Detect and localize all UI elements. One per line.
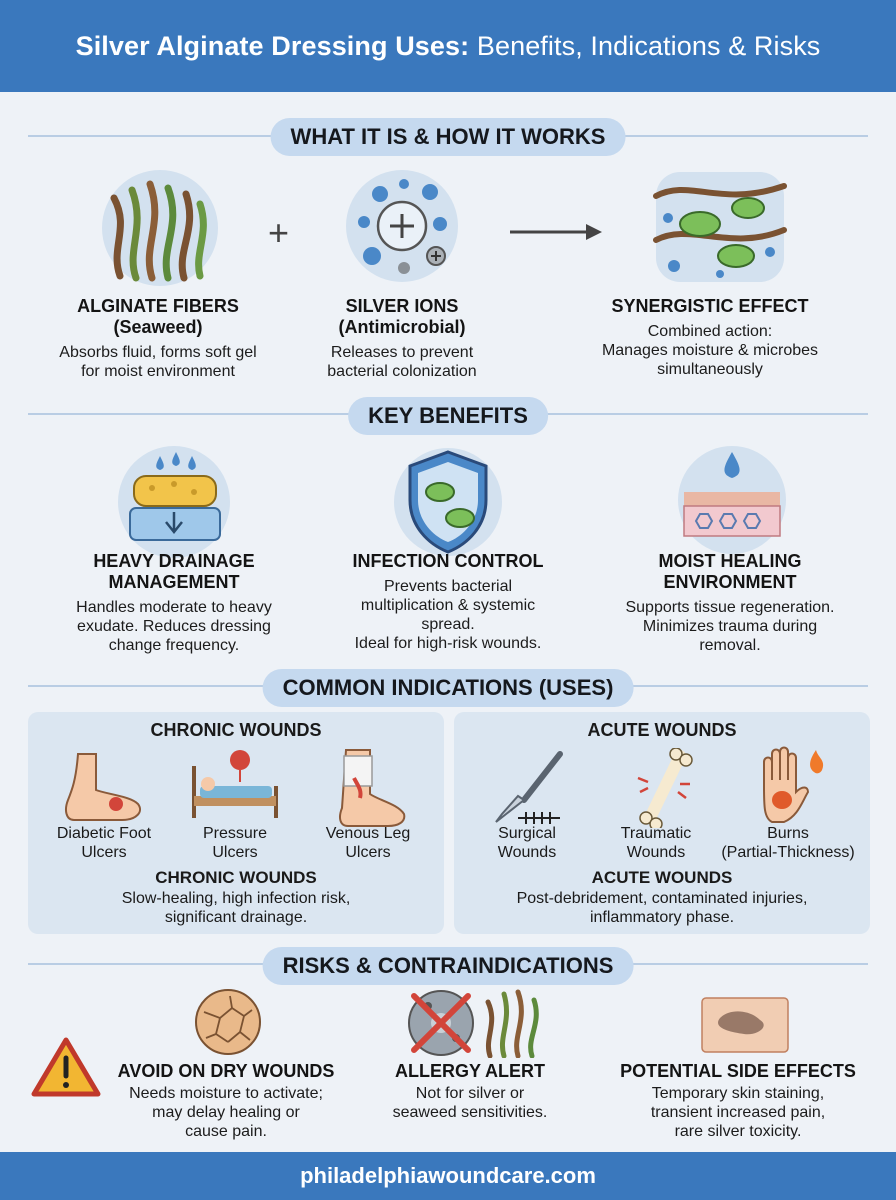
col-title: SYNERGISTIC EFFECT (611, 296, 809, 316)
arrow-right-icon (510, 224, 602, 240)
wound-type-label: Pressure Ulcers (202, 825, 268, 861)
col-heavy-drainage: HEAVY DRAINAGE MANAGEMENT Handles modera… (40, 551, 308, 655)
seaweed-icon (102, 170, 218, 286)
wound-type-label: Burns (Partial-Thickness) (721, 825, 855, 861)
section-label-indications: COMMON INDICATIONS (USES) (262, 669, 634, 707)
wound-type-label: Surgical Wounds (497, 825, 557, 861)
bone-fracture-icon (637, 748, 693, 828)
col-side-effects: POTENTIAL SIDE EFFECTS Temporary skin st… (600, 1061, 876, 1141)
col-title: POTENTIAL SIDE EFFECTS (620, 1061, 856, 1081)
col-title: ALGINATE FIBERS (Seaweed) (77, 296, 239, 337)
foot-ulcer-icon (65, 753, 141, 821)
col-synergistic-effect: SYNERGISTIC EFFECT Combined action: Mana… (570, 296, 850, 379)
synergy-icon (653, 172, 787, 282)
section-label-risks: RISKS & CONTRAINDICATIONS (262, 947, 634, 985)
skin-droplet-icon (678, 446, 786, 554)
panel-foot-title: CHRONIC WOUNDS (155, 868, 317, 887)
plus-sign: + (268, 212, 290, 253)
section-label-key-benefits: KEY BENEFITS (348, 397, 548, 435)
col-title: HEAVY DRAINAGE MANAGEMENT (93, 551, 255, 592)
col-allergy-alert: ALLERGY ALERT Not for silver or seaweed … (360, 1061, 580, 1122)
skin-staining-icon (701, 997, 789, 1053)
col-desc: Combined action: Manages moisture & micr… (601, 323, 819, 378)
warning-icon (31, 1037, 101, 1097)
col-desc: Supports tissue regeneration. Minimizes … (625, 599, 835, 654)
page-title: Silver Alginate Dressing Uses: Benefits,… (76, 31, 821, 62)
col-alginate-fibers: ALGINATE FIBERS (Seaweed) Absorbs fluid,… (28, 296, 288, 381)
col-title: MOIST HEALING ENVIRONMENT (658, 551, 802, 592)
col-title: AVOID ON DRY WOUNDS (117, 1061, 335, 1081)
wound-type-label: Venous Leg Ulcers (325, 825, 411, 861)
panel-foot-title: ACUTE WOUNDS (591, 868, 733, 887)
col-title: ALLERGY ALERT (394, 1061, 545, 1081)
col-silver-ions: SILVER IONS (Antimicrobial) Releases to … (292, 296, 512, 381)
scalpel-icon (495, 751, 563, 824)
col-desc: Handles moderate to heavy exudate. Reduc… (76, 599, 272, 654)
panel-footer: CHRONIC WOUNDS Slow-healing, high infect… (28, 868, 444, 927)
panel-foot-desc: Post-debridement, contaminated injuries,… (516, 890, 808, 926)
col-desc: Prevents bacterial multiplication & syst… (354, 578, 542, 652)
shield-bacteria-icon (394, 448, 502, 556)
page-footer: philadelphiawoundcare.com (0, 1152, 896, 1200)
dry-cracked-icon (195, 989, 261, 1055)
col-title: SILVER IONS (Antimicrobial) (338, 296, 466, 337)
burned-hand-icon (763, 746, 824, 823)
panel-acute-wounds: ACUTE WOUNDS Surgical Wounds Traumatic W… (454, 712, 870, 934)
title-rest: Benefits, Indications & Risks (469, 30, 821, 61)
pressure-ulcer-icon (192, 750, 278, 818)
panel-title: ACUTE WOUNDS (587, 720, 737, 740)
section-label-how-it-works: WHAT IT IS & HOW IT WORKS (270, 118, 626, 156)
wound-type-label: Diabetic Foot Ulcers (56, 825, 152, 861)
col-infection-control: INFECTION CONTROL Prevents bacterial mul… (318, 551, 578, 653)
wound-type-label: Traumatic Wounds (620, 825, 692, 861)
col-avoid-dry-wounds: AVOID ON DRY WOUNDS Needs moisture to ac… (104, 1061, 348, 1141)
panel-footer: ACUTE WOUNDS Post-debridement, contamina… (454, 868, 870, 927)
footer-website-link[interactable]: philadelphiawoundcare.com (300, 1163, 596, 1188)
col-title: INFECTION CONTROL (352, 551, 544, 571)
sponge-drainage-icon (118, 446, 230, 558)
title-bold: Silver Alginate Dressing Uses: (75, 30, 470, 61)
col-desc: Absorbs fluid, forms soft gel for moist … (59, 344, 257, 380)
panel-title: CHRONIC WOUNDS (150, 720, 322, 740)
panel-chronic-wounds: CHRONIC WOUNDS Diabetic Foot Ulcers Pres… (28, 712, 444, 934)
venous-leg-ulcer-icon (339, 749, 406, 827)
col-desc: Temporary skin staining, transient incre… (650, 1085, 826, 1140)
silver-ions-icon (346, 170, 458, 282)
no-silver-icon (408, 990, 474, 1056)
panel-foot-desc: Slow-healing, high infection risk, signi… (121, 890, 351, 926)
col-moist-healing: MOIST HEALING ENVIRONMENT Supports tissu… (590, 551, 870, 655)
seaweed-small-icon (485, 989, 539, 1058)
col-desc: Releases to prevent bacterial colonizati… (327, 344, 477, 380)
col-desc: Needs moisture to activate; may delay he… (129, 1085, 323, 1140)
col-desc: Not for silver or seaweed sensitivities. (392, 1085, 548, 1121)
page-header: Silver Alginate Dressing Uses: Benefits,… (0, 0, 896, 92)
